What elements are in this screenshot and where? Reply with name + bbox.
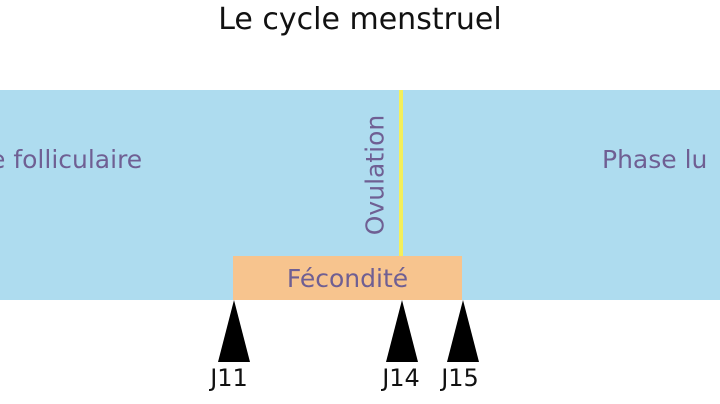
diagram-title: Le cycle menstruel	[218, 2, 502, 37]
fertility-window: Fécondité	[233, 256, 462, 300]
marker-j11-label: J11	[210, 364, 248, 392]
marker-j14-label: J14	[382, 364, 420, 392]
marker-j15-arrow-icon	[447, 300, 479, 362]
follicular-phase-label: e folliculaire	[0, 145, 143, 174]
marker-j14-arrow-icon	[386, 300, 418, 362]
marker-j15-label: J15	[441, 364, 479, 392]
marker-j11-arrow-icon	[218, 300, 250, 362]
ovulation-line	[399, 90, 403, 256]
luteal-phase-label: Phase lu	[602, 145, 708, 174]
ovulation-label: Ovulation	[360, 114, 390, 236]
